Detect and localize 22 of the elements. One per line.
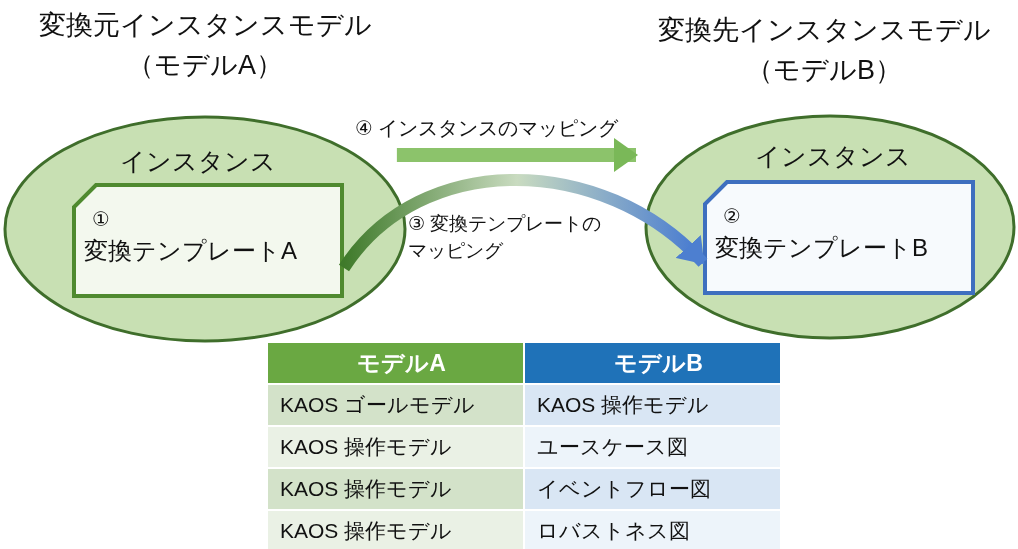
table-cell: KAOS 操作モデル (525, 385, 782, 427)
model-heading: 変換元インスタンスモデル（モデルA） (37, 9, 373, 82)
table-cell: KAOS 操作モデル (268, 511, 525, 549)
instance-label: インスタンス (755, 141, 911, 172)
model-heading: 変換先インスタンスモデル（モデルB） (656, 14, 992, 87)
table-cell: ユースケース図 (525, 427, 782, 469)
template-label: 変換テンプレートB (715, 233, 928, 263)
table-cell: KAOS 操作モデル (268, 469, 525, 511)
column-header: モデルB (525, 343, 782, 385)
template-label: 変換テンプレートA (84, 236, 297, 266)
instance-label: インスタンス (120, 146, 276, 177)
arrow (396, 138, 638, 172)
edge-label: ③ 変換テンプレートのマッピング (408, 212, 603, 263)
column-header: モデルA (268, 343, 525, 385)
table-cell: イベントフロー図 (525, 469, 782, 511)
table-cell: KAOS ゴールモデル (268, 385, 525, 427)
edge-label: ④ インスタンスのマッピング (355, 116, 620, 141)
step-number: ② (723, 204, 741, 228)
arrow (339, 173, 708, 272)
table-cell: KAOS 操作モデル (268, 427, 525, 469)
step-number: ① (92, 207, 110, 231)
table-cell: ロバストネス図 (525, 511, 782, 549)
